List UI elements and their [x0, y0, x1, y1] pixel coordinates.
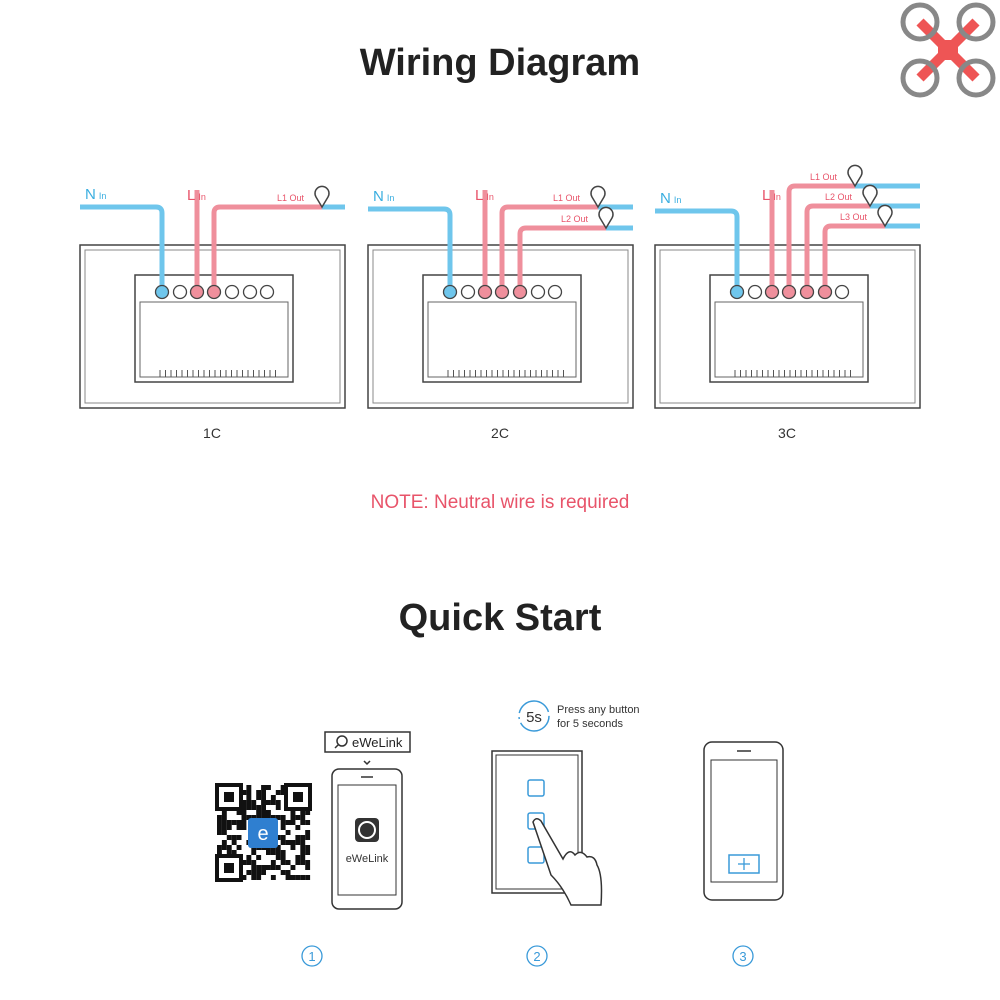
step-number-2: 2 [526, 945, 548, 967]
load-out-label: L1 Out [277, 193, 305, 203]
timer-text: 5s [526, 709, 542, 726]
qr-app-badge: e [248, 818, 278, 848]
live-out-wire [499, 204, 598, 292]
add-device-button [728, 854, 760, 874]
terminal [781, 284, 797, 300]
light-bulb-icon [314, 185, 330, 209]
neutral-wire [80, 204, 165, 292]
load-out-label: L3 Out [840, 212, 868, 222]
terminal [224, 284, 240, 300]
quick-start-title: Quick Start [399, 597, 602, 639]
terminal [189, 284, 205, 300]
terminal [530, 284, 546, 300]
terminal [834, 284, 850, 300]
terminal [206, 284, 222, 300]
neutral-wire [368, 206, 453, 292]
timer-icon: 5s [518, 700, 550, 732]
panel-caption: 1C [203, 425, 221, 441]
neutral-wire [655, 208, 740, 292]
live-out-wire [786, 183, 855, 292]
terminal [547, 284, 563, 300]
light-bulb-icon [877, 204, 893, 228]
terminal [442, 284, 458, 300]
neutral-wire-note: NOTE: Neutral wire is required [371, 492, 630, 513]
step-number-text: 3 [739, 949, 746, 964]
app-name: eWeLink [346, 853, 389, 865]
light-bulb-icon [847, 164, 863, 188]
terminal [154, 284, 170, 300]
step-number-text: 1 [308, 949, 315, 964]
light-bulb-icon [862, 184, 878, 208]
terminal [259, 284, 275, 300]
live-out-wire [517, 225, 606, 292]
instruction-line-1: Press any button [557, 704, 640, 716]
load-out-label: L1 Out [810, 172, 838, 182]
terminal [460, 284, 476, 300]
search-text: eWeLink [352, 735, 403, 750]
phone-with-app: eWeLink [331, 768, 403, 910]
light-bulb-icon [598, 206, 614, 230]
terminal [817, 284, 833, 300]
terminal [729, 284, 745, 300]
wiring-diagram-title: Wiring Diagram [360, 42, 640, 84]
touch-button-1 [527, 779, 545, 797]
step-number-text: 2 [533, 949, 540, 964]
phone-add-device [703, 741, 784, 901]
app-search-box: eWeLink [324, 731, 411, 753]
load-out-label: L1 Out [553, 193, 581, 203]
terminal [172, 284, 188, 300]
terminal [764, 284, 780, 300]
qr-badge-letter: e [257, 823, 268, 845]
hand-icon [532, 818, 603, 906]
step-number-3: 3 [732, 945, 754, 967]
drone-logo [900, 2, 996, 98]
chevron-down-icon [363, 760, 371, 766]
light-bulb-icon [590, 185, 606, 209]
step-number-1: 1 [301, 945, 323, 967]
terminal [512, 284, 528, 300]
terminal [799, 284, 815, 300]
live-out-wire [211, 204, 322, 292]
instruction-line-2: for 5 seconds [557, 718, 624, 730]
live-out-wire [822, 223, 885, 292]
search-icon [334, 735, 348, 749]
terminal [477, 284, 493, 300]
terminal [242, 284, 258, 300]
qr-code [215, 783, 312, 882]
terminal [747, 284, 763, 300]
live-out-wire [804, 203, 870, 292]
load-out-label: L2 Out [561, 214, 589, 224]
terminal [494, 284, 510, 300]
load-out-label: L2 Out [825, 192, 853, 202]
panel-caption: 2C [491, 425, 509, 441]
panel-caption: 3C [778, 425, 796, 441]
